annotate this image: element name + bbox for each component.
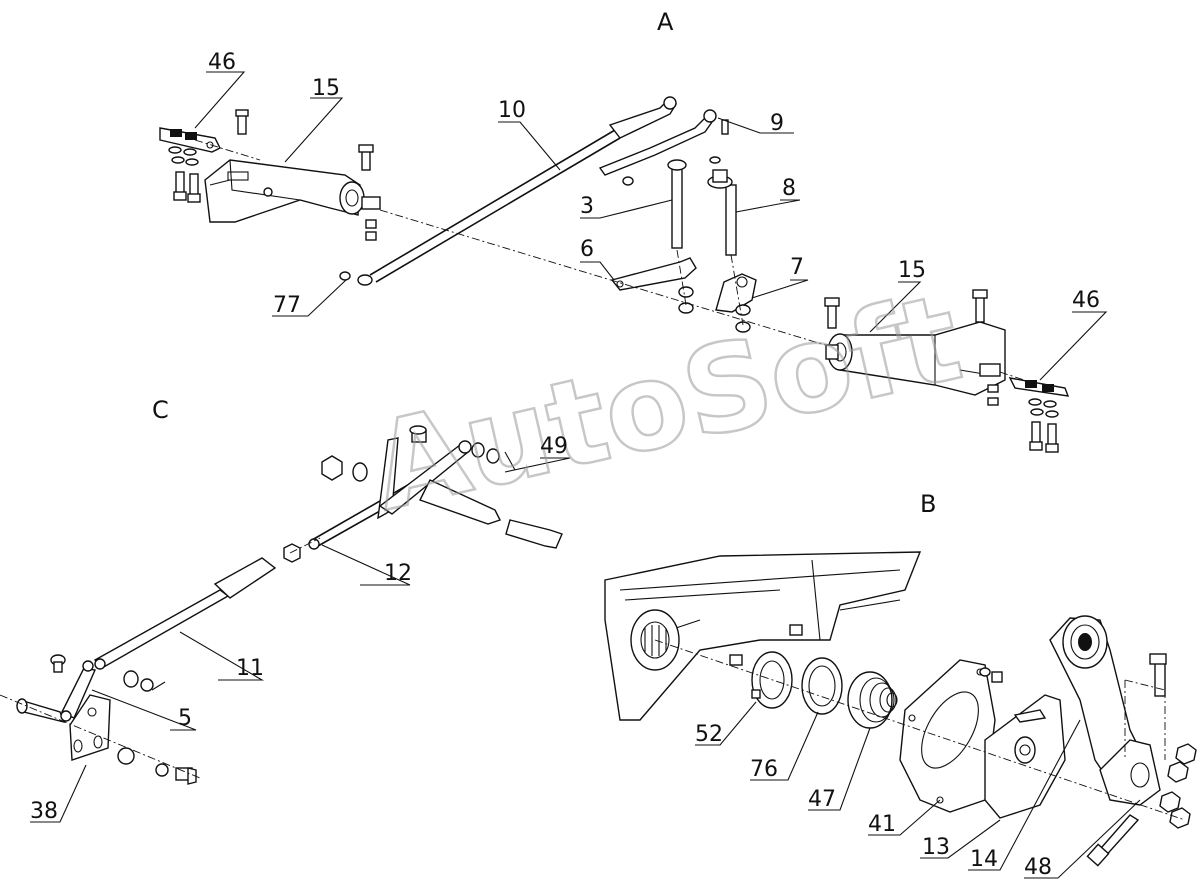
- ring-76: [801, 657, 843, 715]
- assembly-a: [159, 96, 1070, 453]
- boot-47: [847, 671, 898, 729]
- group-label-a: A: [657, 8, 674, 36]
- callout-47: 47: [808, 787, 836, 812]
- callout-5: 5: [178, 706, 192, 731]
- clamp-48: [1086, 653, 1197, 867]
- fasteners-left: [168, 109, 377, 241]
- plate-46-left: [159, 127, 221, 153]
- callout-12: 12: [384, 561, 412, 586]
- gasket-41: [899, 659, 1003, 813]
- assembly-c: [0, 425, 563, 785]
- cam-7: [715, 273, 757, 333]
- lever-49: [377, 425, 563, 549]
- rod-11: [93, 557, 277, 692]
- callout-46-right: 46: [1072, 288, 1100, 313]
- callout-8: 8: [782, 176, 796, 201]
- stud-3: [622, 159, 687, 249]
- plate-38: [69, 694, 197, 785]
- callout-48: 48: [1024, 855, 1052, 880]
- rod-9: [598, 109, 729, 176]
- watermark: AutoSoft: [360, 269, 973, 539]
- callout-76: 76: [750, 757, 778, 782]
- stud-8: [707, 169, 737, 256]
- callout-38: 38: [30, 799, 58, 824]
- plate-46-right: [987, 377, 1070, 453]
- lever-5: [16, 654, 96, 724]
- callout-77: 77: [273, 293, 301, 318]
- callout-6: 6: [580, 237, 594, 262]
- callout-10: 10: [498, 98, 526, 123]
- lever-6: [610, 257, 697, 314]
- callout-41: 41: [868, 812, 896, 837]
- callout-14: 14: [970, 847, 998, 872]
- leader-lines: [30, 71, 1141, 879]
- callout-15-left: 15: [312, 76, 340, 101]
- bracket-15-right: [824, 289, 1006, 396]
- assembly-b: [604, 551, 1197, 867]
- bracket-15-left: [204, 159, 381, 223]
- callout-11: 11: [236, 656, 264, 681]
- group-label-c: C: [152, 396, 169, 424]
- callout-7: 7: [790, 255, 804, 280]
- callout-9: 9: [770, 111, 784, 136]
- rod-10: [339, 96, 677, 286]
- group-label-b: B: [920, 490, 936, 518]
- fasteners-c: [283, 455, 368, 563]
- callout-13: 13: [922, 835, 950, 860]
- callout-49: 49: [540, 434, 568, 459]
- callout-3: 3: [580, 194, 594, 219]
- callout-46-left: 46: [208, 50, 236, 75]
- callouts: 46 15 10 9 3 8 6 7 77 15 46 49 12 11 5 3…: [30, 50, 1100, 880]
- callout-52: 52: [695, 722, 723, 747]
- callout-15-right: 15: [898, 258, 926, 283]
- plate-13: [984, 694, 1066, 819]
